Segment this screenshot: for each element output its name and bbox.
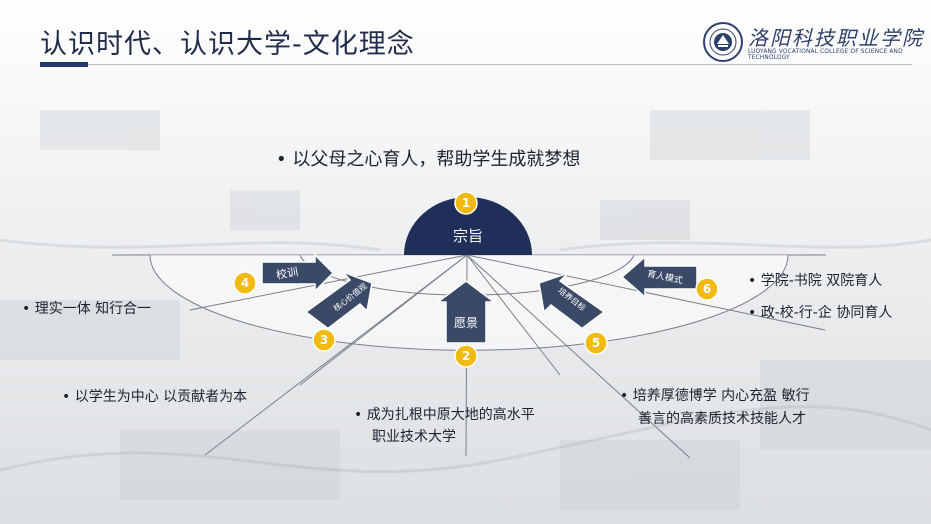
page-title: 认识时代、认识大学-文化理念 — [40, 29, 415, 60]
motto-arrow-label: 校训 — [275, 264, 299, 282]
training-goal-note-line2: 善言的高素质技术技能人才 — [638, 411, 806, 427]
badge-4-number: 4 — [241, 276, 249, 290]
core-purpose-dome — [404, 197, 532, 255]
college-name-cn: 洛阳科技职业学院 — [748, 26, 924, 50]
education-model-note-line2: • 政-校-行-企 协同育人 — [748, 305, 893, 321]
badge-3-number: 3 — [320, 333, 328, 347]
header-divider — [40, 64, 912, 65]
badge-1 — [454, 191, 478, 215]
vision-arrow-label: 愿景 — [454, 316, 478, 330]
training-goal-arrow — [538, 272, 606, 334]
badge-6 — [695, 277, 719, 301]
mission-statement: • 以父母之心育人，帮助学生成就梦想 — [276, 149, 581, 170]
core-values-note: • 以学生为中心 以贡献者为本 — [62, 389, 248, 405]
education-model-note-line1: • 学院-书院 双院育人 — [748, 273, 883, 289]
badge-5 — [584, 331, 608, 355]
badge-2 — [454, 344, 478, 368]
college-seal-logo — [703, 22, 743, 62]
training-goal-note-line1: • 培养厚德博学 内心充盈 敏行 — [620, 388, 810, 404]
badge-5-number: 5 — [592, 336, 600, 350]
badge-4 — [233, 271, 257, 295]
motto-note: • 理实一体 知行合一 — [22, 301, 152, 317]
badge-2-number: 2 — [462, 349, 470, 363]
badge-1-number: 1 — [462, 196, 470, 210]
core-purpose-label: 宗旨 — [453, 227, 483, 245]
education-model-arrow — [620, 255, 698, 299]
college-name-en: LUOYANG VOCATIONAL COLLEGE OF SCIENCE AN… — [748, 49, 903, 61]
header-accent-bar — [40, 62, 88, 67]
badge-6-number: 6 — [703, 282, 711, 296]
badge-3 — [312, 328, 336, 352]
motto-arrow — [261, 253, 335, 293]
vision-arrow — [435, 280, 497, 344]
core-values-arrow — [304, 271, 373, 334]
vision-note-line2: 职业技术大学 — [372, 429, 456, 445]
vision-note-line1: • 成为扎根中原大地的高水平 — [354, 407, 535, 423]
